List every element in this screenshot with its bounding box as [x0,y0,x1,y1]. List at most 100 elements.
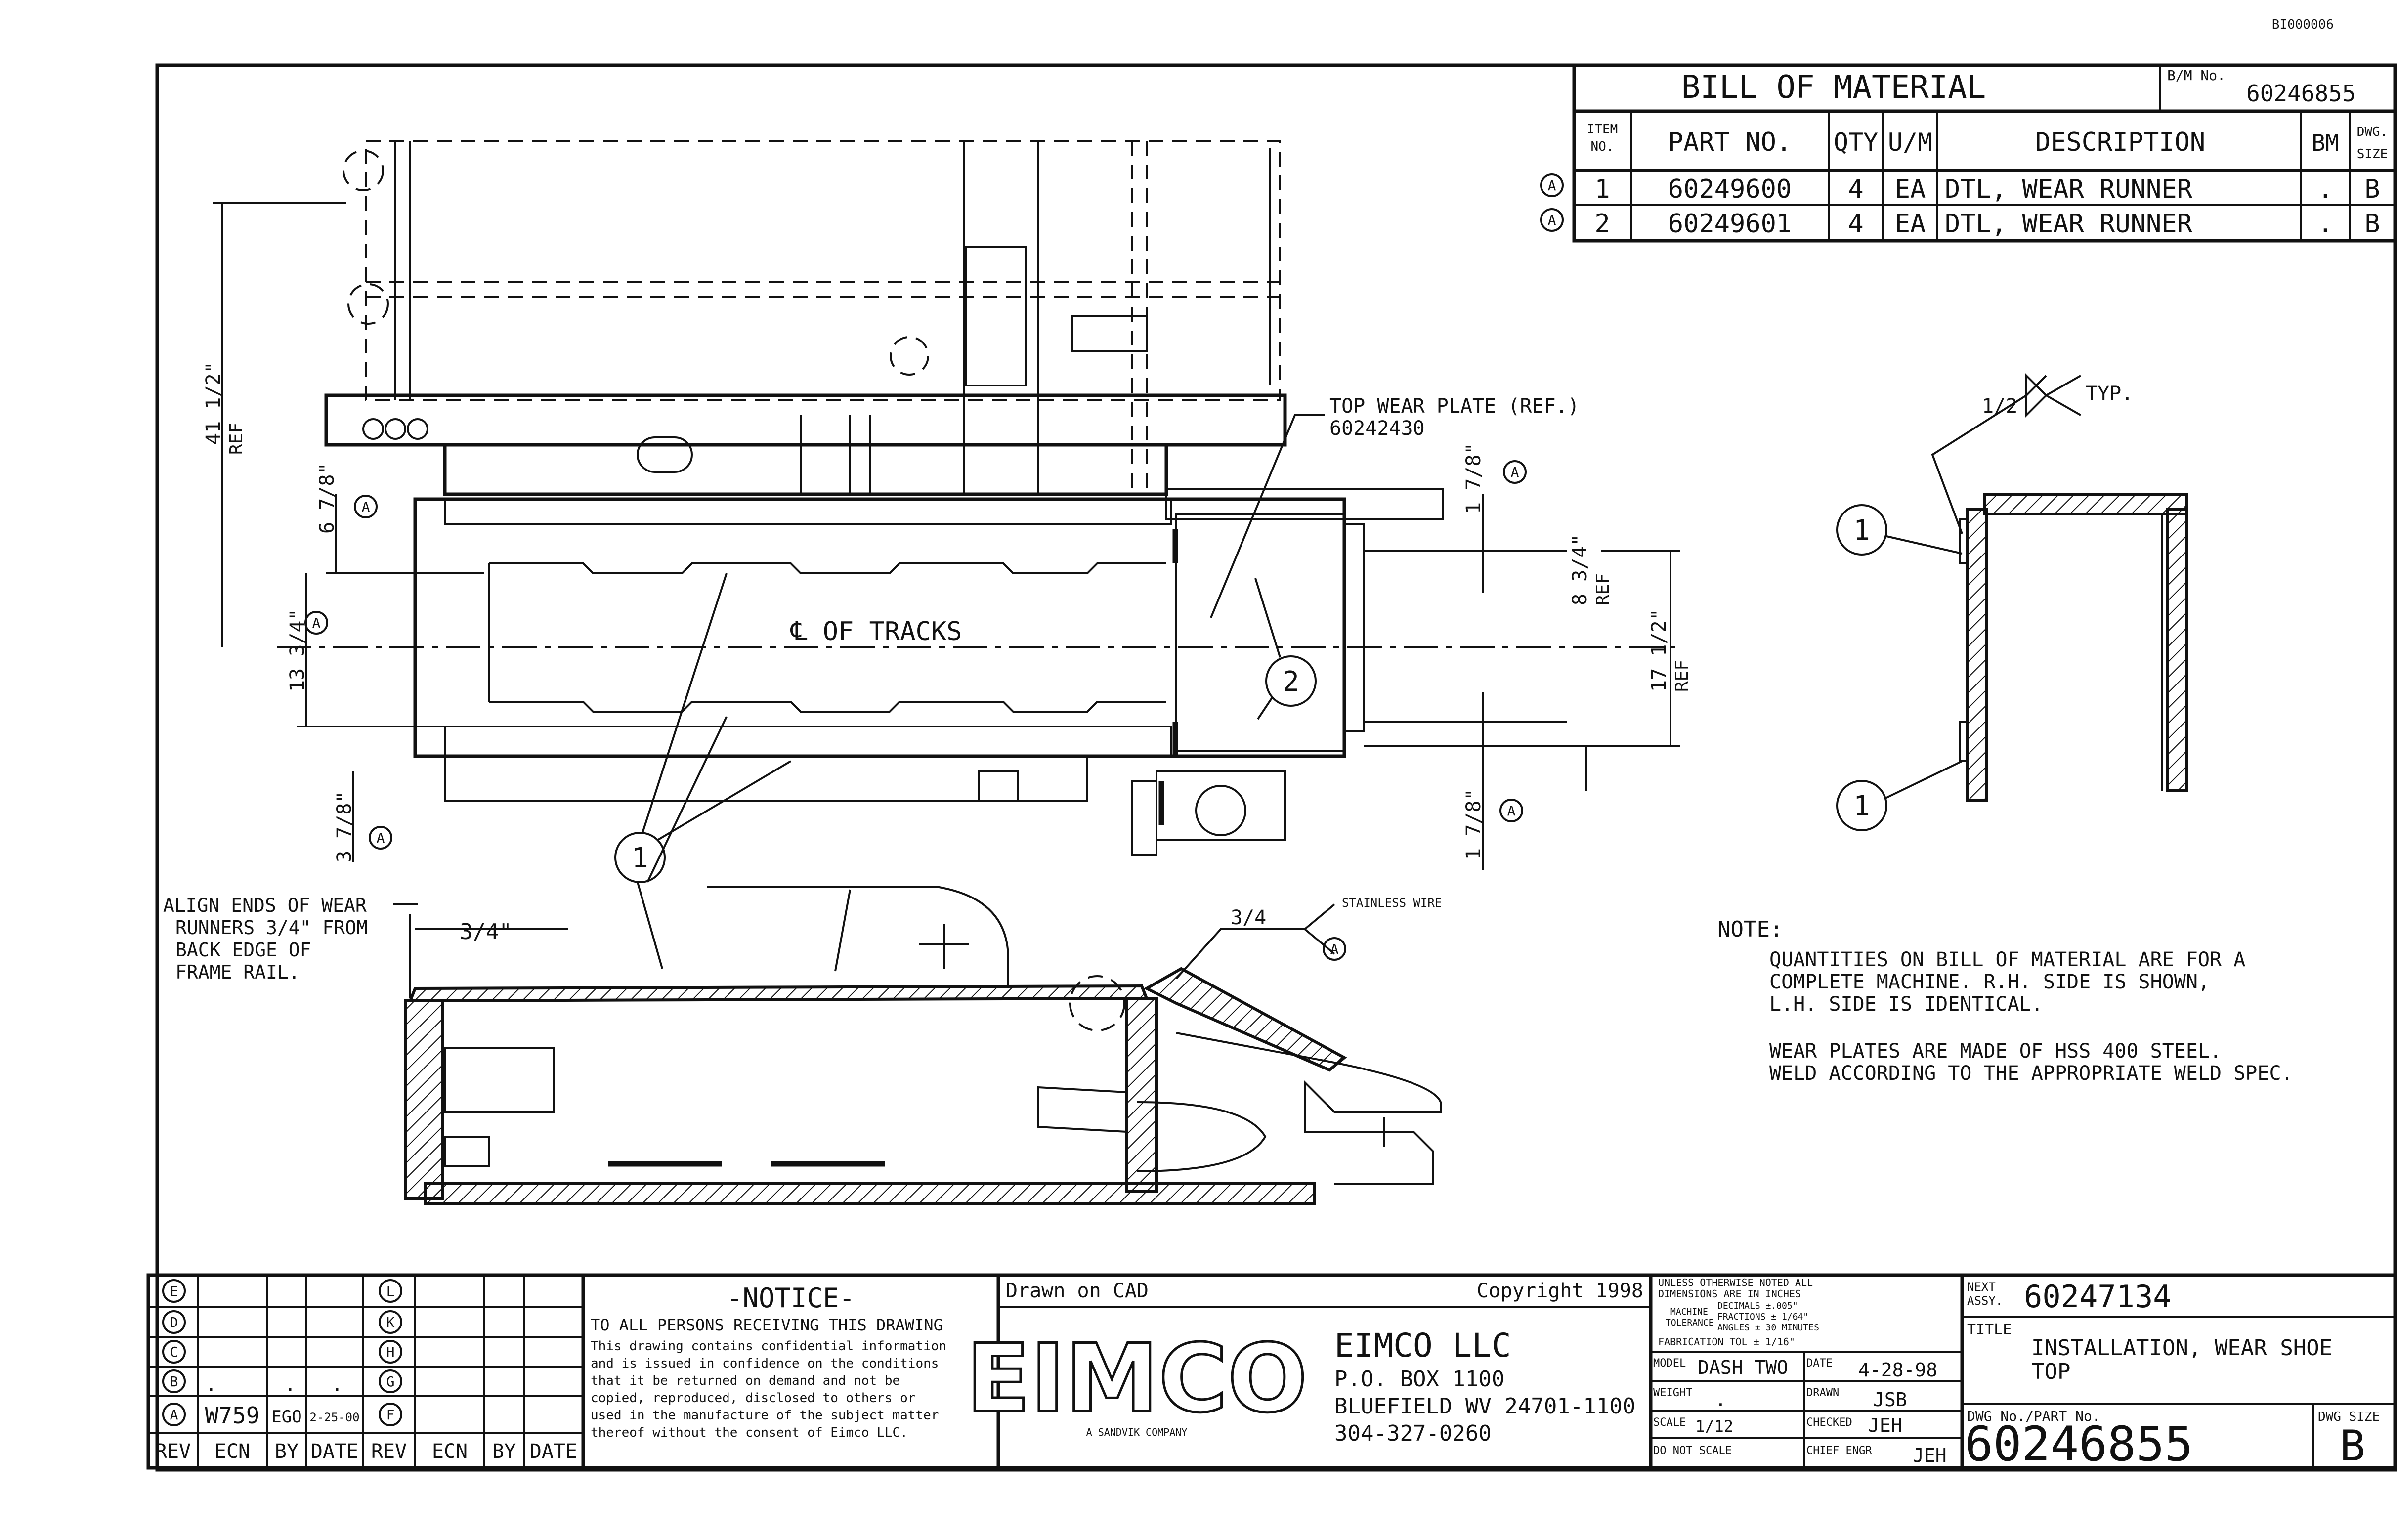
bom-row-qty: 4 [1848,209,1863,239]
scale-value: 1/12 [1695,1417,1733,1436]
item-1-balloon-section-top: 1 [1853,514,1870,547]
align-note-line: BACK EDGE OF [175,939,311,961]
company-phone: 304-327-0260 [1334,1421,1492,1446]
rev-letter: L [386,1283,395,1299]
bom-header-size: SIZE [2357,147,2388,162]
rev-a-marker: A [362,499,370,515]
next-assy-label-2: ASSY. [1967,1294,2003,1308]
bom-header-qty: QTY [1834,128,1878,157]
item-1-balloon: 1 [632,842,648,874]
bom-row-um: EA [1895,174,1926,204]
bom-row: A 1 60249600 4 EA DTL, WEAR RUNNER . B [1540,173,2380,204]
dwg-number-label: DWG No./PART No. [1967,1408,2100,1424]
dim-1-7-8-top: 1 7/8" [1462,443,1485,514]
company-name: EIMCO LLC [1334,1326,1511,1365]
tolerance-line: DECIMALS ±.005" [1717,1301,1798,1311]
tolerance-tolerance: TOLERANCE [1666,1318,1714,1328]
dim-17-1-2-ref: REF [1672,660,1692,692]
dim-1-7-8-bottom: 1 7/8" [1462,789,1485,860]
rev-a-by: EGO [271,1407,301,1427]
rev-letter: G [386,1373,395,1390]
bom-row-item: 2 [1594,209,1610,239]
dim-3-7-8: 3 7/8" [333,791,356,863]
rev-a-marker: A [377,830,385,846]
weld-typ: TYP. [2086,383,2133,405]
drawn-value: JSB [1873,1389,1907,1411]
notice-line: This drawing contains confidential infor… [591,1339,946,1354]
rev-header: ECN [432,1440,468,1463]
rev-b-dot: . [205,1373,217,1396]
rev-letter: F [386,1407,395,1423]
next-assy-label: NEXT [1967,1280,1996,1294]
bom-row-size: B [2364,174,2380,204]
bom-number: 60246855 [2246,80,2356,107]
weld-symbol-3-4: 3/4 [1231,906,1266,929]
logo-subtitle: A SANDVIK COMPANY [1086,1426,1188,1438]
rev-header: DATE [530,1440,577,1463]
tolerance-block: UNLESS OTHERWISE NOTED ALL DIMENSIONS AR… [1649,1273,1964,1470]
rev-header: ECN [214,1440,250,1463]
next-assy-number: 60247134 [2024,1279,2172,1315]
notice-line: used in the manufacture of the subject m… [591,1408,939,1423]
align-note: ALIGN ENDS OF WEAR [163,895,367,916]
drawing-title-line1: INSTALLATION, WEAR SHOE [2031,1335,2332,1361]
bill-of-material: BILL OF MATERIAL B/M No. 60246855 ITEM N… [1540,63,2397,243]
rev-header: BY [275,1440,299,1463]
rev-letter: B [170,1373,178,1390]
rev-b-dot: . [284,1373,296,1396]
do-not-scale: DO NOT SCALE [1653,1445,1732,1457]
rev-a-date: 2-25-00 [309,1411,359,1424]
drawn-label: DRAWN [1806,1387,1839,1399]
company-address: BLUEFIELD WV 24701-1100 [1334,1394,1635,1419]
notice-title: -NOTICE- [727,1283,855,1314]
bom-header-item: ITEM [1587,122,1618,137]
drawing-border [155,63,2397,1472]
plan-view-drawing: ℄ OF TRACKS TOP WEAR PLATE (REF.) 602424… [202,140,1692,969]
checked-label: CHECKED [1806,1416,1852,1429]
bom-row-rev: A [1548,177,1556,194]
dwg-size-label: DWG SIZE [2318,1410,2380,1424]
dim-6-7-8: 6 7/8" [316,463,339,534]
note-line: WELD ACCORDING TO THE APPROPRIATE WELD S… [1769,1062,2293,1085]
bom-header-item-no: NO. [1591,139,1614,154]
rev-a-marker: A [1511,464,1519,480]
top-wear-plate-label: TOP WEAR PLATE (REF.) [1329,395,1580,418]
bom-number-label: B/M No. [2167,67,2226,84]
dim-8-3-4: 8 3/4" [1569,534,1591,606]
notice-line: and is issued in confidence on the condi… [591,1356,939,1371]
weight-label: WEIGHT [1653,1387,1692,1399]
title-block: NEXT ASSY. 60247134 TITLE INSTALLATION, … [1960,1273,2397,1472]
rev-b-dot: . [331,1373,343,1396]
centerline-label: ℄ OF TRACKS [790,617,962,646]
rev-header: REV [155,1440,191,1463]
bom-title: BILL OF MATERIAL [1681,69,1986,106]
dim-17-1-2: 17 1/2" [1648,608,1670,692]
model-label: MODEL [1653,1357,1686,1369]
bom-header-description: DESCRIPTION [2035,128,2205,157]
revision-block: E D C B A L K H G F . . . W759 EGO 2-25-… [146,1273,585,1470]
drawing-title-line2: TOP [2031,1359,2070,1384]
dwg-size: B [2340,1421,2365,1471]
chief-engr-value: JEH [1913,1445,1947,1466]
rev-a-marker: A [312,615,321,631]
notes-title: NOTE: [1717,917,1783,942]
rev-letter: A [170,1407,178,1423]
rev-a-marker: A [1330,941,1339,957]
bom-row-size: B [2364,209,2380,239]
company-block: Drawn on CAD Copyright 1998 EIMCO A SAND… [965,1273,1653,1470]
weight-value: . [1715,1389,1726,1411]
bom-header-um: U/M [1888,128,1932,157]
dim-3-4: 3/4" [460,919,512,944]
confidential-notice: -NOTICE- TO ALL PERSONS RECEIVING THIS D… [581,1273,1000,1470]
rev-letter: H [386,1344,395,1360]
dim-41-ref: REF [226,423,247,455]
bom-row-part: 60249601 [1668,209,1792,239]
tolerance-line: ANGLES ± 30 MINUTES [1717,1323,1819,1333]
align-note-line: FRAME RAIL. [175,961,300,983]
rev-letter: C [170,1344,178,1360]
bom-row-um: EA [1895,209,1926,239]
bom-row-qty: 4 [1848,174,1863,204]
bom-header-dwg: DWG. [2357,125,2388,139]
bom-header-part: PART NO. [1668,128,1792,157]
bom-row-bm: . [2317,209,2333,239]
